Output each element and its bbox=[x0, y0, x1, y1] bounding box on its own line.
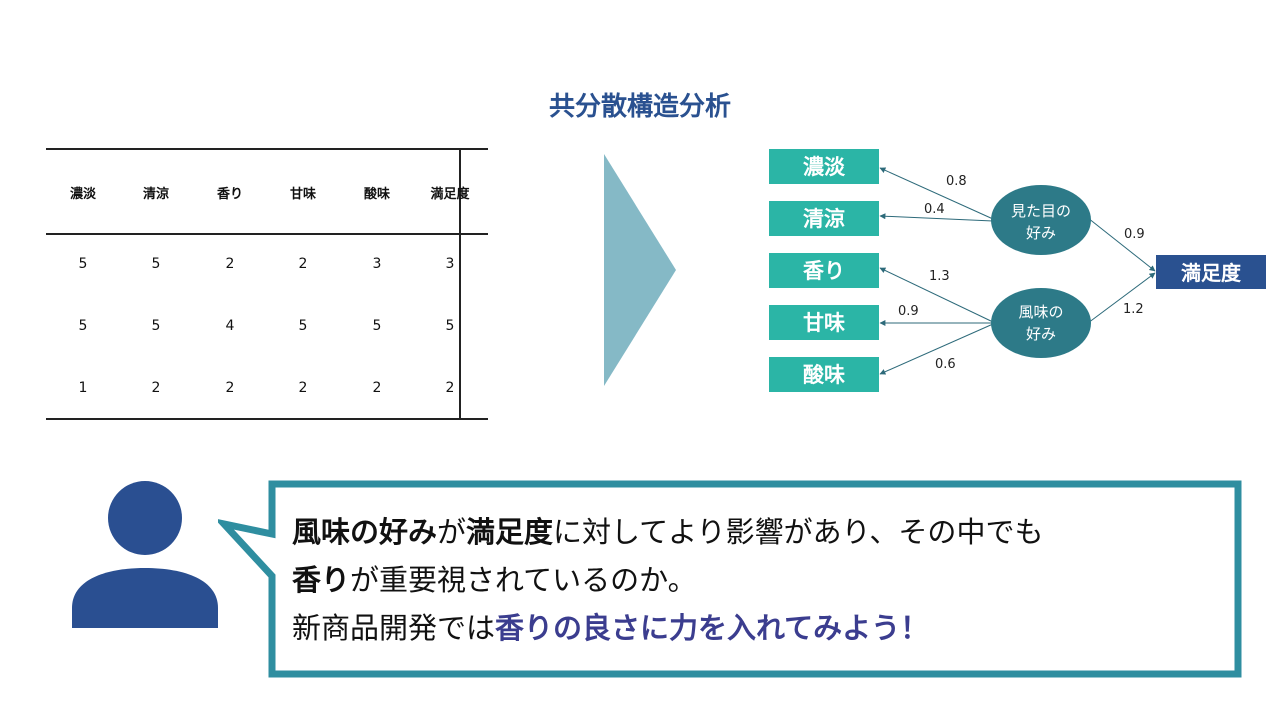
table-header-cell: 香り bbox=[216, 187, 243, 202]
table-cell: 5 bbox=[151, 318, 161, 334]
table-header-cell: 濃淡 bbox=[69, 187, 96, 202]
edge-appearance-koutan bbox=[879, 167, 994, 220]
message-emphasis: 風味の好み bbox=[292, 515, 438, 549]
path-diagram: 濃淡 清涼 香り 甘味 酸味 見た目の 好み 風味の 好み 満足度 0.8 0.… bbox=[769, 149, 1266, 392]
person-icon bbox=[72, 481, 218, 628]
data-table: 濃淡 清涼 香り 甘味 酸味 満足度 5 5 2 2 3 3 5 5 4 5 5… bbox=[46, 148, 488, 420]
latent-label: 好み bbox=[1026, 224, 1056, 242]
observed-box-koutan bbox=[769, 149, 879, 184]
table-cell: 2 bbox=[372, 380, 382, 396]
table-cell: 5 bbox=[445, 318, 455, 334]
weight-label: 0.8 bbox=[946, 174, 967, 189]
outcome-label: 満足度 bbox=[1181, 261, 1242, 285]
observed-box-sanmi bbox=[769, 357, 879, 392]
message-line-3: 新商品開発では香りの良さに力を入れてみよう！ bbox=[292, 604, 1232, 652]
edge-flavor-satisfaction bbox=[1087, 272, 1156, 324]
table-header-cell: 甘味 bbox=[289, 187, 316, 202]
message-line-1: 風味の好みが満足度に対してより影響があり、その中でも bbox=[292, 508, 1232, 556]
table-cell: 1 bbox=[78, 380, 88, 396]
latent-label: 見た目の bbox=[1011, 202, 1071, 220]
weight-label: 0.9 bbox=[1124, 227, 1145, 242]
table-cell: 3 bbox=[445, 256, 455, 272]
edge-flavor-sanmi bbox=[879, 323, 994, 375]
weight-label: 0.4 bbox=[924, 202, 945, 217]
edge-flavor-kaori bbox=[879, 267, 994, 323]
table-cell: 5 bbox=[372, 318, 382, 334]
message-text-span: 新商品開発では bbox=[292, 611, 496, 645]
observed-label: 濃淡 bbox=[803, 155, 846, 179]
edge-appearance-seiryou bbox=[879, 213, 994, 222]
table-cell: 2 bbox=[225, 256, 235, 272]
table-header-cell: 酸味 bbox=[363, 187, 390, 202]
transform-arrow-icon bbox=[604, 154, 676, 386]
weight-label: 0.9 bbox=[898, 304, 919, 319]
observed-label: 清涼 bbox=[803, 207, 845, 231]
observed-label: 香り bbox=[803, 259, 845, 283]
table-cell: 5 bbox=[78, 318, 88, 334]
latent-appearance bbox=[991, 185, 1091, 255]
table-cell: 5 bbox=[298, 318, 308, 334]
table-cell: 2 bbox=[445, 380, 455, 396]
observed-box-seiryou bbox=[769, 201, 879, 236]
table-bottom-rule bbox=[46, 418, 488, 420]
table-cell: 3 bbox=[372, 256, 382, 272]
table-cell: 2 bbox=[225, 380, 235, 396]
outcome-box bbox=[1156, 255, 1266, 289]
table-cell: 2 bbox=[298, 256, 308, 272]
observed-label: 甘味 bbox=[803, 311, 845, 335]
table-cell: 5 bbox=[78, 256, 88, 272]
weight-label: 1.2 bbox=[1123, 302, 1144, 317]
table-cell: 2 bbox=[298, 380, 308, 396]
table-top-rule bbox=[46, 148, 488, 150]
message-emphasis: 満足度 bbox=[466, 515, 554, 549]
table-cell: 2 bbox=[151, 380, 161, 396]
table-divider bbox=[459, 148, 461, 420]
message-highlight: 香りの良さに力を入れてみよう！ bbox=[495, 611, 930, 645]
weight-label: 0.6 bbox=[935, 357, 956, 372]
table-cell: 5 bbox=[151, 256, 161, 272]
latent-label: 風味の bbox=[1018, 303, 1063, 321]
observed-box-amami bbox=[769, 305, 879, 340]
message-line-2: 香りが重要視されているのか。 bbox=[292, 556, 1232, 604]
latent-flavor bbox=[991, 288, 1091, 358]
weight-label: 1.3 bbox=[929, 269, 950, 284]
message-emphasis: 香り bbox=[292, 563, 351, 597]
table-header-cell: 満足度 bbox=[430, 187, 470, 202]
page-title: 共分散構造分析 bbox=[548, 92, 731, 122]
observed-box-kaori bbox=[769, 253, 879, 288]
observed-label: 酸味 bbox=[803, 363, 845, 387]
latent-label: 好み bbox=[1026, 325, 1056, 343]
message-text-span: が重要視されているのか。 bbox=[350, 563, 697, 597]
table-cell: 4 bbox=[225, 318, 235, 334]
edge-appearance-satisfaction bbox=[1087, 217, 1156, 272]
message-text: 風味の好みが満足度に対してより影響があり、その中でも 香りが重要視されているのか… bbox=[292, 508, 1232, 652]
message-text-span: が bbox=[437, 515, 467, 549]
table-header-rule bbox=[46, 233, 488, 235]
table-header-cell: 清涼 bbox=[142, 187, 169, 202]
message-text-span: に対してより影響があり、その中でも bbox=[553, 515, 1044, 549]
speech-bubble bbox=[218, 480, 1242, 678]
